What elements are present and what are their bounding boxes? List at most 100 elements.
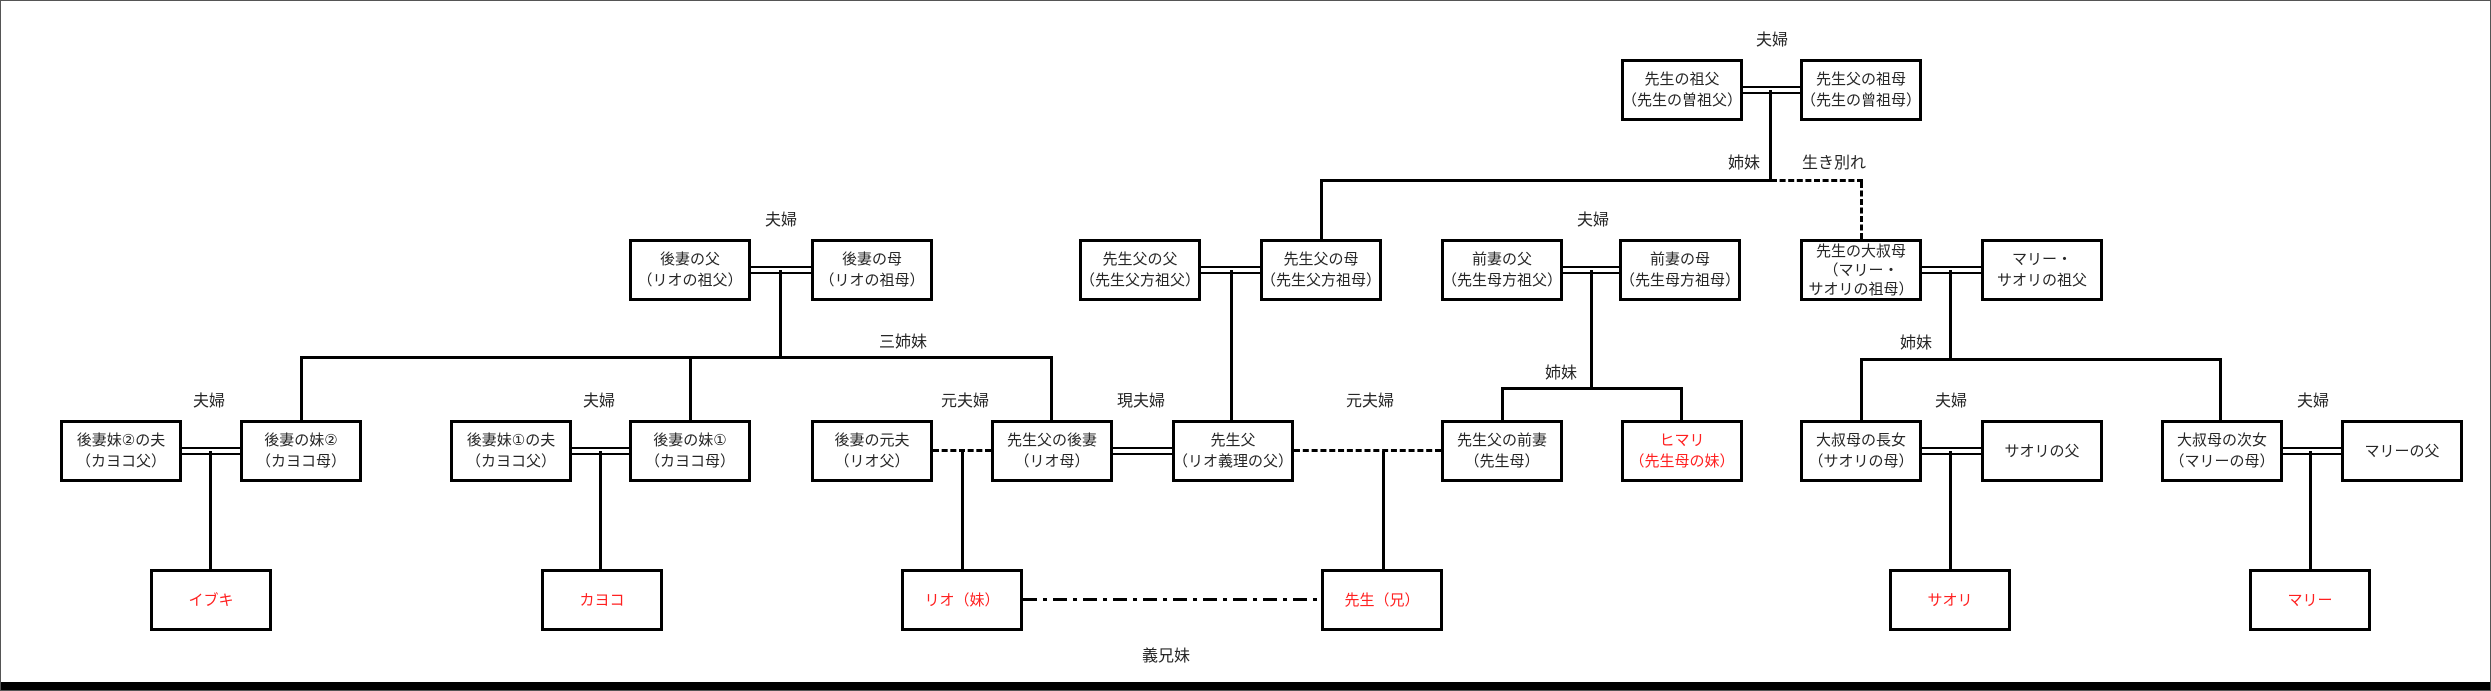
node-sublabel: （カヨコ父） [75,452,166,470]
node-sublabel: （先生の曾祖母） [1801,91,1922,109]
node-sublabel: （先生母） [1464,452,1540,470]
relation-label-sanshimai: 三姉妹 [878,332,928,351]
node-sublabel: （先生母方祖父） [1442,271,1563,289]
node-himari: ヒマリ （先生母の妹） [1621,420,1743,482]
node-label: 先生の大叔母 [1815,241,1906,260]
node-label: ヒマリ [1659,431,1705,449]
relation-label-fuufu: 夫婦 [764,210,798,229]
separation-dashed-line [1771,179,1863,182]
descent-line [1230,270,1233,420]
relation-label-ikiwakare: 生き別れ [1801,153,1867,172]
descent-line [599,451,602,569]
node-sensei-sofu: 先生の祖父 （先生の曽祖父） [1621,59,1743,121]
descent-line [1680,390,1683,420]
node-senseichichi-chichi: 先生父の父 （先生父方祖父） [1079,239,1201,301]
node-kayoko: カヨコ [541,569,663,631]
node-rio: リオ（妹） [901,569,1023,631]
descent-line [1949,270,1952,361]
relation-label-gikyoudai: 義兄妹 [1141,646,1191,665]
node-senseichichi-sobo: 先生父の祖母 （先生の曾祖母） [1800,59,1922,121]
node-gosai-haha: 後妻の母 （リオの祖母） [811,239,933,301]
descent-line [961,451,964,569]
marriage-line [2283,447,2341,455]
node-label: 大叔母の次女 [2176,431,2267,449]
relation-label-genfuufu: 現夫婦 [1116,391,1166,410]
relation-label-fuufu: 夫婦 [2296,391,2330,410]
sibling-line [1501,387,1683,390]
node-label: 先生父の父 [1102,250,1178,268]
descent-line [1320,182,1323,239]
node-saori: サオリ [1889,569,2011,631]
node-label: 前妻の母 [1649,250,1710,268]
node-gosai-imouto2-otto: 後妻妹②の夫 （カヨコ父） [60,420,182,482]
node-label: 前妻の父 [1471,250,1532,268]
node-label: 先生（兄） [1344,590,1420,609]
relation-label-fuufu: 夫婦 [1934,391,1968,410]
node-label: 先生父の母 [1283,250,1359,268]
node-gosai-motootto: 後妻の元夫 （リオ父） [811,420,933,482]
node-sublabel: （マリーの母） [2169,452,2275,470]
ex-marriage-dashed-line [933,449,991,452]
node-marie: マリー [2249,569,2371,631]
node-sublabel: サオリの祖母） [1808,279,1914,298]
descent-line [1501,390,1504,420]
node-gosai-chichi: 後妻の父 （リオの祖父） [629,239,751,301]
node-label: 大叔母の長女 [1815,431,1906,449]
descent-line [1050,359,1053,420]
node-label: 後妻の元夫 [834,431,910,449]
node-label: マリー・ [2011,250,2072,268]
node-sensei-chichi: 先生父 （リオ義理の父） [1172,420,1294,482]
node-sublabel: （リオの祖母） [819,271,925,289]
node-sublabel: （リオ父） [834,452,910,470]
descent-line [2219,361,2222,420]
descent-line [1769,90,1772,181]
node-label: 後妻妹①の夫 [466,431,556,449]
descent-line [209,451,212,569]
node-saori-chichi: サオリの父 [1981,420,2103,482]
relation-label-fuufu: 夫婦 [582,391,616,410]
node-oooba-jijo: 大叔母の次女 （マリーの母） [2161,420,2283,482]
node-label: 後妻の母 [841,250,902,268]
node-label: 後妻の父 [659,250,720,268]
node-sensei: 先生（兄） [1321,569,1443,631]
relation-label-motofuufu: 元夫婦 [940,391,990,410]
separation-dashed-line [1860,182,1863,239]
node-sublabel: （リオの祖父） [637,271,743,289]
descent-line [1949,451,1952,569]
node-sublabel: （リオ母） [1014,452,1090,470]
node-marie-chichi: マリーの父 [2341,420,2463,482]
node-sublabel: （先生父方祖父） [1080,271,1201,289]
descent-line [1590,270,1593,390]
node-ibuki: イブキ [150,569,272,631]
node-sublabel: （カヨコ母） [255,452,346,470]
descent-line [1860,361,1863,420]
node-senseichichi-zensai: 先生父の前妻 （先生母） [1441,420,1563,482]
node-sublabel: （先生母方祖母） [1620,271,1741,289]
step-sibling-dashdot-line [1023,598,1321,601]
node-label: 先生父の後妻 [1006,431,1097,449]
node-marie-saori-sofu: マリー・ サオリの祖父 [1981,239,2103,301]
node-zensai-chichi: 前妻の父 （先生母方祖父） [1441,239,1563,301]
node-label: マリーの父 [2364,441,2440,460]
descent-line [689,359,692,420]
relation-label-shimai: 姉妹 [1727,153,1761,172]
node-label: 後妻妹②の夫 [76,431,166,449]
node-gosai-imouto2: 後妻の妹② （カヨコ母） [240,420,362,482]
node-label: イブキ [188,590,234,609]
node-gosai-imouto1: 後妻の妹① （カヨコ母） [629,420,751,482]
node-sublabel: （先生の曽祖父） [1622,91,1743,109]
node-label: サオリの祖父 [1996,271,2087,289]
node-sublabel: （先生父方祖母） [1261,271,1382,289]
node-label: サオリの父 [2004,441,2080,460]
sibling-line [1320,179,1772,182]
node-zensai-haha: 前妻の母 （先生母方祖母） [1619,239,1741,301]
relation-label-shimai: 姉妹 [1899,333,1933,352]
node-label: カヨコ [579,590,625,609]
descent-line [779,270,782,359]
node-label: サオリ [1927,590,1973,609]
ex-marriage-dashed-line [1294,449,1441,452]
node-sublabel: （カヨコ母） [644,452,735,470]
node-senseichichi-haha: 先生父の母 （先生父方祖母） [1260,239,1382,301]
marriage-line [1113,447,1172,455]
